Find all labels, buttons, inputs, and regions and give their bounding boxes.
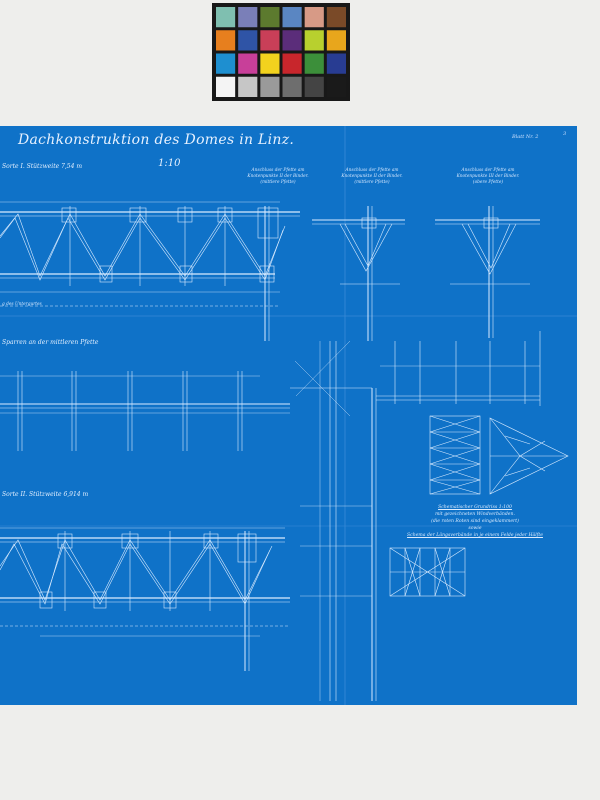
color-patch [216, 30, 236, 51]
color-patch [238, 30, 258, 51]
sheet-number: Blatt Nr. 2 [512, 134, 539, 140]
color-patch [304, 76, 324, 97]
purlin-elevation [0, 371, 290, 451]
truss-top [0, 201, 300, 341]
detail2-title: Anschluss der Pfette am [345, 168, 399, 173]
color-patch [238, 53, 258, 74]
detail3-line3: (obere Pfette) [472, 180, 504, 185]
schematic-note: Schematischer Grundriss 1:100 mit gezeic… [395, 504, 555, 539]
color-patch [238, 76, 258, 97]
section2-label: Sorte II. Stützweite 6,914 m [2, 491, 89, 498]
color-patch [326, 76, 346, 97]
color-patch [282, 53, 302, 74]
color-patch [260, 7, 280, 28]
color-patch [282, 30, 302, 51]
corner-mark: 3 [563, 131, 567, 137]
note-line-4: sowie [468, 526, 482, 531]
color-patch [326, 7, 346, 28]
bottom-chord-label: g des Untergurtes [2, 302, 42, 307]
color-patch [304, 53, 324, 74]
detail3-title: Anschluss der Pfette am [461, 168, 515, 173]
color-patch [216, 7, 236, 28]
detail2-line2: Knotenpunkte II der Binder. [341, 174, 403, 179]
detail2-caption: Anschluss der Pfette am Knotenpunkte II … [332, 168, 412, 186]
color-patch [238, 7, 258, 28]
detail1-line2: Knotenpunkte II der Binder. [247, 174, 309, 179]
color-patch [260, 30, 280, 51]
blueprint-sheet: Dachkonstruktion des Domes in Linz. 1:10… [0, 126, 577, 705]
detail-joint-1 [312, 206, 405, 341]
detail2-line3: (mittlere Pfette) [354, 180, 390, 185]
color-patch [282, 76, 302, 97]
note-line-2: mit gezeichneten Windverbänden. [435, 512, 515, 517]
color-patch [282, 7, 302, 28]
color-patch [304, 7, 324, 28]
detail3-caption: Anschluss der Pfette am Knotenpunkte III… [448, 168, 528, 186]
drawing-scale: 1:10 [158, 158, 181, 169]
color-patch [216, 53, 236, 74]
color-patch [326, 30, 346, 51]
purlin-label: Sparren an der mittleren Pfette [2, 339, 99, 346]
color-patch [326, 53, 346, 74]
detail1-title: Anschluss der Pfette am [251, 168, 305, 173]
drawing-title: Dachkonstruktion des Domes in Linz. [18, 132, 295, 148]
detail1-line3: (mittlere Pfette) [260, 180, 296, 185]
truss-bottom [0, 527, 290, 671]
color-checker-grid [216, 7, 346, 97]
section-plan [290, 331, 541, 701]
color-patch [216, 76, 236, 97]
color-patch [304, 30, 324, 51]
section1-label: Sorte I. Stützweite 7,54 m [2, 163, 83, 170]
color-patch [260, 53, 280, 74]
wind-bracing-plan [429, 415, 569, 495]
blueprint-drawing [0, 126, 577, 705]
longitudinal-bracing [389, 547, 466, 597]
color-patch [260, 76, 280, 97]
note-line-3: (die roten Roten sind eingeklammert) [431, 519, 519, 524]
note-line-5: Schema der Längsverbände in je einem Fel… [407, 533, 543, 538]
color-checker-card [212, 3, 350, 101]
note-line-1: Schematischer Grundriss 1:100 [438, 505, 512, 510]
detail1-caption: Anschluss der Pfette am Knotenpunkte II … [238, 168, 318, 186]
detail-joint-2 [435, 206, 540, 338]
detail3-line2: Knotenpunkte III der Binder. [456, 174, 520, 179]
